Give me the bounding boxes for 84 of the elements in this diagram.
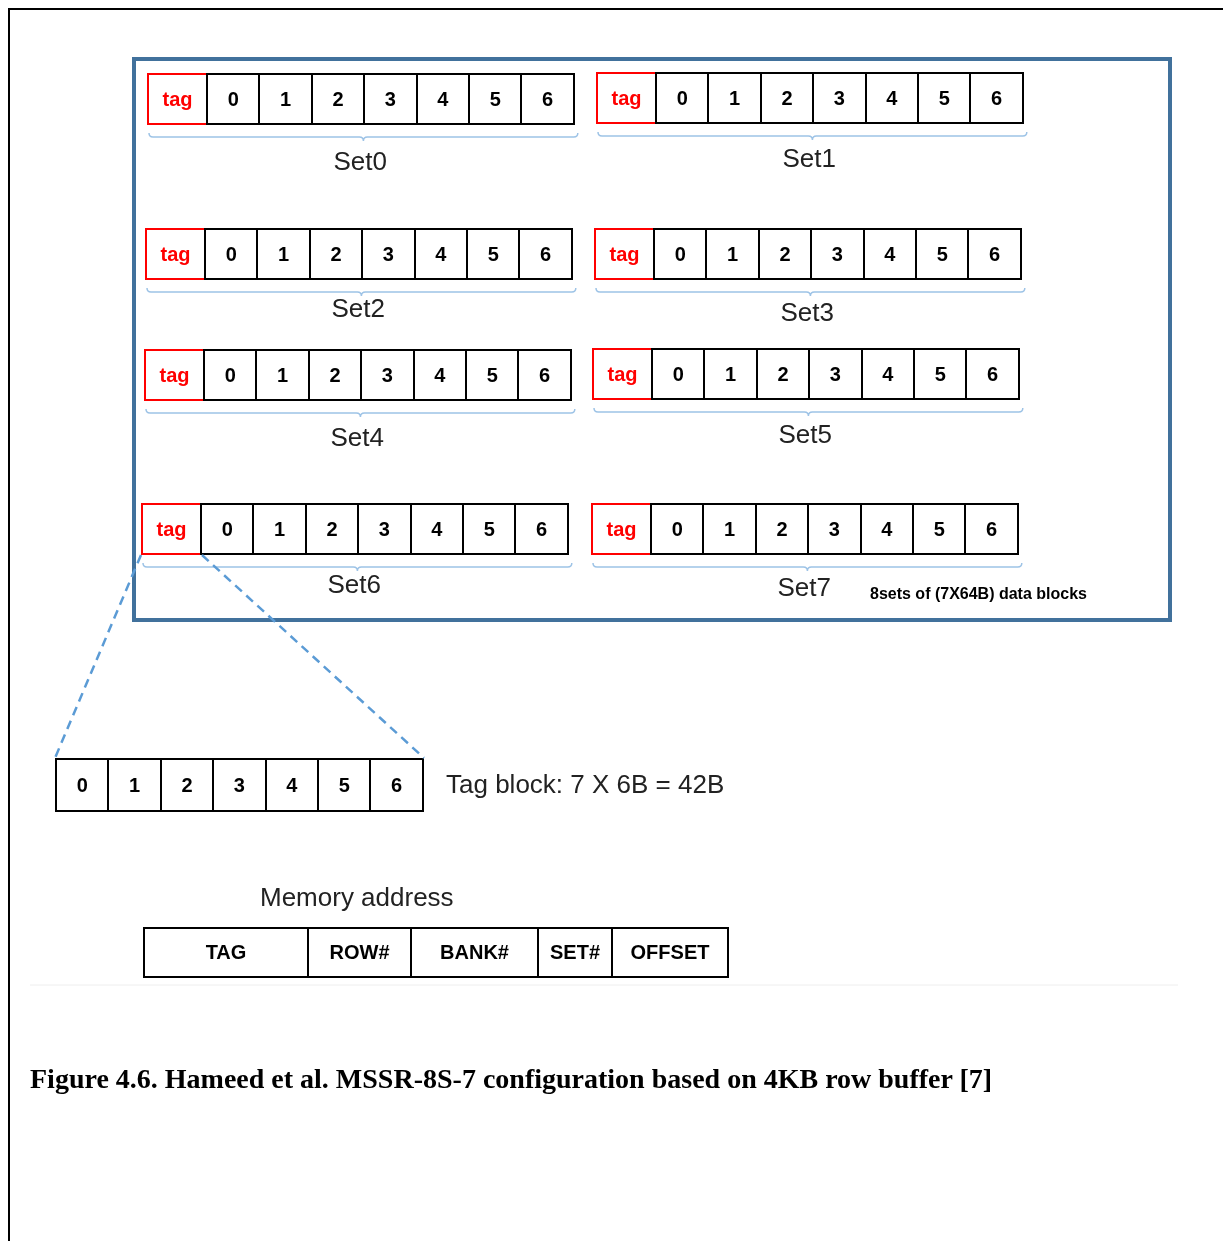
data-block-cell: 5 xyxy=(917,72,972,124)
data-block-cell: 6 xyxy=(518,228,573,280)
dashed-zoom-line xyxy=(53,554,143,759)
data-block-cell: 3 xyxy=(808,348,863,400)
figure-caption: Figure 4.6. Hameed et al. MSSR-8S-7 configuration based on 4KB row buffer [7] xyxy=(30,1063,993,1095)
data-block-cell: 2 xyxy=(307,349,363,401)
data-block-cell: 2 xyxy=(754,503,810,555)
address-field: TAG xyxy=(143,927,309,978)
data-block-cell: 1 xyxy=(703,348,758,400)
data-block-cell: 3 xyxy=(812,72,867,124)
address-field: BANK# xyxy=(410,927,539,978)
data-block-cell: 5 xyxy=(912,503,967,555)
data-block-cell: 3 xyxy=(363,73,418,125)
data-block-cell: 1 xyxy=(256,228,311,280)
tag-cell: tag xyxy=(596,72,657,124)
data-block-cell: 0 xyxy=(650,503,705,555)
cache-panel xyxy=(132,57,1172,622)
data-block-cell: 5 xyxy=(465,349,520,401)
set-label: Set5 xyxy=(778,419,832,450)
set-label: Set3 xyxy=(780,297,834,328)
data-block-cell: 2 xyxy=(755,348,811,400)
data-block-cell: 6 xyxy=(969,72,1024,124)
data-block-cell: 4 xyxy=(864,72,919,124)
data-block-cell: 2 xyxy=(308,228,364,280)
data-block-cell: 5 xyxy=(913,348,968,400)
data-block-cell: 5 xyxy=(466,228,521,280)
data-block-cell: 1 xyxy=(705,228,760,280)
data-block-cell: 2 xyxy=(304,503,360,555)
data-block-cell: 3 xyxy=(810,228,865,280)
set-label: Set2 xyxy=(331,293,385,324)
dashed-zoom-line xyxy=(201,554,425,759)
data-block-cell: 3 xyxy=(357,503,412,555)
data-block-cell: 1 xyxy=(702,503,757,555)
tag-cell: tag xyxy=(147,73,208,125)
panel-note: 8sets of (7X64B) data blocks xyxy=(870,585,1087,603)
set-label: Set0 xyxy=(333,146,387,177)
data-block-cell: 0 xyxy=(203,349,258,401)
data-block-cell: 5 xyxy=(915,228,970,280)
data-block-cell: 0 xyxy=(651,348,706,400)
tag-cell: tag xyxy=(141,503,202,555)
data-block-cell: 4 xyxy=(859,503,914,555)
data-block-cell: 1 xyxy=(252,503,307,555)
data-block-cell: 3 xyxy=(361,228,416,280)
data-block-cell: 0 xyxy=(200,503,255,555)
tag-cell: tag xyxy=(145,228,206,280)
tag-cell: tag xyxy=(144,349,205,401)
data-block-cell: 6 xyxy=(517,349,572,401)
set-label: Set6 xyxy=(327,569,381,600)
address-field: SET# xyxy=(537,927,613,978)
set-label: Set7 xyxy=(777,572,831,603)
data-block-cell: 6 xyxy=(965,348,1020,400)
data-block-cell: 4 xyxy=(409,503,464,555)
tag-cell: tag xyxy=(592,348,653,400)
data-block-cell: 0 xyxy=(653,228,708,280)
data-block-cell: 3 xyxy=(360,349,415,401)
data-block-cell: 6 xyxy=(520,73,575,125)
address-field: OFFSET xyxy=(611,927,729,978)
data-block-cell: 1 xyxy=(707,72,762,124)
data-block-cell: 4 xyxy=(413,228,468,280)
data-block-cell: 0 xyxy=(206,73,261,125)
data-block-cell: 4 xyxy=(415,73,470,125)
address-field: ROW# xyxy=(307,927,412,978)
set-label: Set1 xyxy=(782,143,836,174)
data-block-cell: 6 xyxy=(514,503,569,555)
data-block-cell: 5 xyxy=(468,73,523,125)
data-block-cell: 4 xyxy=(860,348,915,400)
data-block-cell: 3 xyxy=(807,503,862,555)
data-block-cell: 0 xyxy=(655,72,710,124)
section-heading: Memory address xyxy=(260,882,454,913)
block-size-note: Tag block: 7 X 6B = 42B xyxy=(446,769,725,800)
data-block-cell: 6 xyxy=(967,228,1022,280)
data-block-cell: 4 xyxy=(412,349,467,401)
tag-cell: tag xyxy=(594,228,655,280)
data-block-cell: 1 xyxy=(255,349,310,401)
set-label: Set4 xyxy=(330,422,384,453)
data-block-cell: 0 xyxy=(204,228,259,280)
tag-cell: tag xyxy=(591,503,652,555)
data-block-cell: 2 xyxy=(759,72,815,124)
data-block-cell: 6 xyxy=(964,503,1019,555)
data-block-cell: 2 xyxy=(310,73,366,125)
data-block-cell: 4 xyxy=(862,228,917,280)
data-block-cell: 2 xyxy=(757,228,813,280)
data-block-cell: 1 xyxy=(258,73,313,125)
data-block-cell: 5 xyxy=(462,503,517,555)
